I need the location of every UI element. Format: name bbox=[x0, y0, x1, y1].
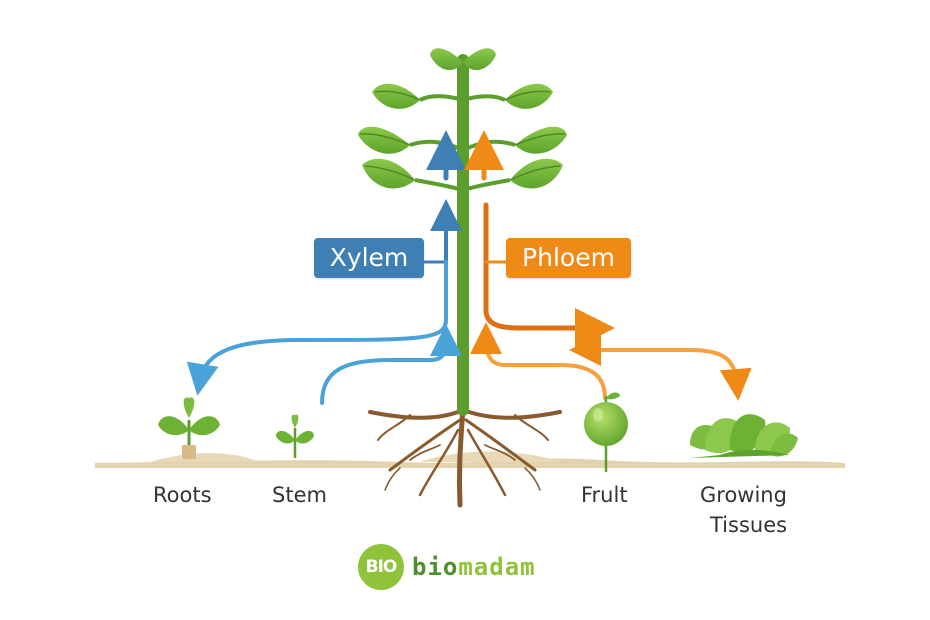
brand-name-part2: madam bbox=[458, 553, 536, 581]
leaf bbox=[515, 126, 567, 154]
brand-name-part1: bio bbox=[412, 553, 459, 581]
phloem-label: Phloem bbox=[506, 238, 631, 278]
brand-name: biomadam bbox=[412, 553, 536, 581]
leaf bbox=[362, 158, 415, 189]
xylem-label: Xylem bbox=[314, 238, 424, 278]
leaf bbox=[358, 126, 410, 154]
roots-label: Roots bbox=[153, 483, 212, 507]
stem-seedling-icon bbox=[276, 414, 314, 458]
leaf bbox=[510, 158, 563, 189]
biomadam-logo: BIO biomadam bbox=[358, 543, 536, 591]
fruit-icon bbox=[584, 392, 628, 472]
leaf bbox=[505, 83, 553, 109]
growing-tissues-label-line1: Growing bbox=[700, 483, 787, 507]
bio-badge-icon: BIO bbox=[358, 544, 404, 590]
plant-leaves bbox=[358, 48, 567, 192]
xylem-arrows bbox=[186, 130, 466, 405]
growing-tissues-label-line2: Tissues bbox=[710, 513, 788, 537]
stem-label: Stem bbox=[272, 483, 327, 507]
soil-line bbox=[95, 451, 845, 468]
leaf bbox=[430, 48, 463, 71]
roots-seedling-icon bbox=[158, 397, 220, 459]
leaf bbox=[372, 83, 420, 109]
phloem-arrows bbox=[464, 130, 752, 401]
fruit-label: Frult bbox=[581, 483, 628, 507]
growing-tissues-icon bbox=[690, 414, 798, 458]
leaf bbox=[463, 48, 496, 71]
